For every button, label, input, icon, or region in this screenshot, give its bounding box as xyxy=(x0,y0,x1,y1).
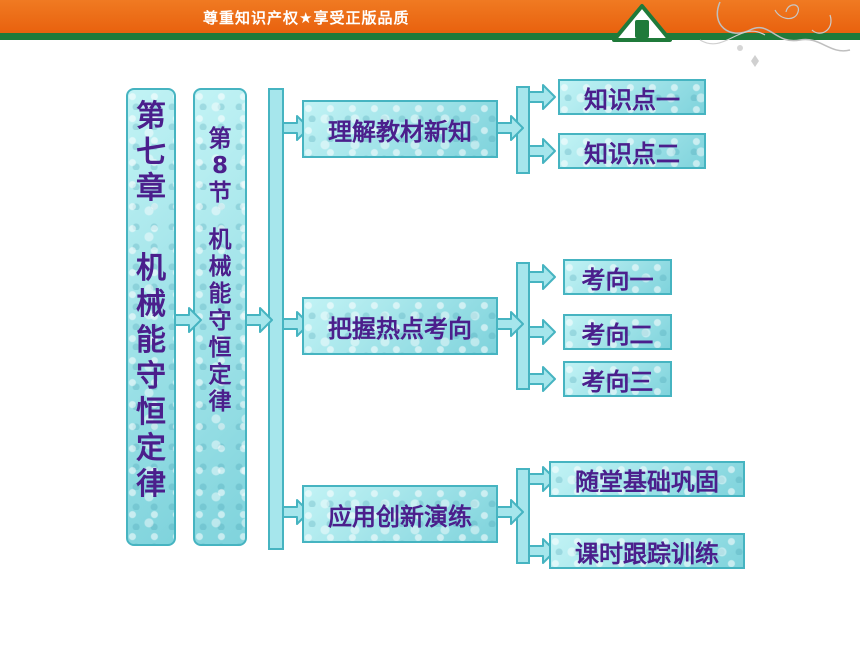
chapter-char: 恒 xyxy=(136,395,166,430)
chapter-char: 机 xyxy=(136,251,166,286)
arrow-icon xyxy=(528,264,556,290)
header-slogan: 尊重知识产权★享受正版品质 xyxy=(203,9,410,27)
section-char: 第 xyxy=(208,126,232,152)
leaf-box-knowledge-2: 知识点二 xyxy=(558,133,706,169)
chapter-char: 律 xyxy=(136,467,166,502)
arrow-icon xyxy=(528,366,556,392)
section-char: 定 xyxy=(208,362,232,388)
chapter-char: 定 xyxy=(136,431,166,466)
chapter-char: 能 xyxy=(136,323,166,358)
chapter-char: 守 xyxy=(136,359,166,394)
arrow-icon xyxy=(496,499,524,525)
arrow-icon xyxy=(496,115,524,141)
leaf-box-practice-2: 课时跟踪训练 xyxy=(549,533,745,569)
header-bar xyxy=(0,0,860,36)
section-char: 守 xyxy=(208,308,232,334)
arrow-icon xyxy=(496,311,524,337)
arrow-icon xyxy=(174,307,202,333)
swirl-decoration-icon xyxy=(699,1,851,67)
house-logo-icon xyxy=(612,4,672,42)
leaf-box-trend-2: 考向二 xyxy=(563,314,672,350)
chapter-char: 械 xyxy=(136,287,166,322)
arrow-icon xyxy=(528,319,556,345)
chapter-box: 第 七 章 机 械 能 守 恒 定 律 xyxy=(126,88,176,546)
branch-box-3: 应用创新演练 xyxy=(302,485,498,543)
section-box: 第 8 节 机 械 能 守 恒 定 律 xyxy=(193,88,247,546)
section-char: 械 xyxy=(208,254,232,280)
chapter-char: 七 xyxy=(136,135,166,170)
arrow-icon xyxy=(245,307,273,333)
branch-box-2: 把握热点考向 xyxy=(302,297,498,355)
chapter-char: 章 xyxy=(136,171,166,206)
section-char: 恒 xyxy=(208,335,232,361)
section-char: 机 xyxy=(208,227,232,253)
section-char: 能 xyxy=(208,281,232,307)
section-char: 节 xyxy=(208,180,232,206)
arrow-icon xyxy=(528,84,556,110)
branch-box-1: 理解教材新知 xyxy=(302,100,498,158)
leaf-box-trend-1: 考向一 xyxy=(563,259,672,295)
header-stripe xyxy=(0,33,860,40)
chapter-char: 第 xyxy=(136,99,166,134)
leaf-box-knowledge-1: 知识点一 xyxy=(558,79,706,115)
section-char: 8 xyxy=(211,153,228,179)
section-char: 律 xyxy=(208,389,232,415)
leaf-box-practice-1: 随堂基础巩固 xyxy=(549,461,745,497)
leaf-box-trend-3: 考向三 xyxy=(563,361,672,397)
arrow-icon xyxy=(528,138,556,164)
